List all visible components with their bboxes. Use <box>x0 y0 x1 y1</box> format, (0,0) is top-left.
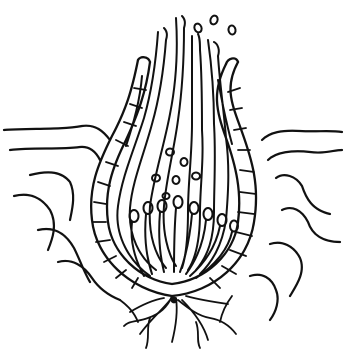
line-drawing <box>0 0 344 351</box>
figure-canvas <box>0 0 344 351</box>
